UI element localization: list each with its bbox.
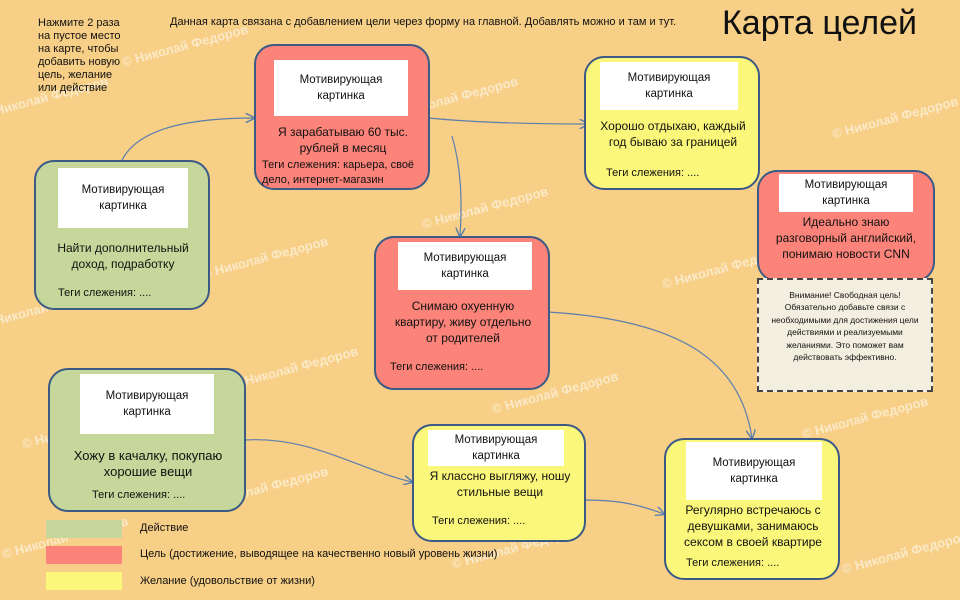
node-income[interactable]: Мотивирующая картинка Найти дополнительн…	[34, 160, 210, 310]
node-description: Хорошо отдыхаю, каждый год бываю за гран…	[600, 119, 746, 149]
node-description: Снимаю охуенную квартиру, живу отдельно …	[394, 299, 532, 345]
legend-swatch-action	[46, 520, 122, 538]
node-description: Найти дополнительный доход, подработку	[57, 241, 189, 271]
node-description: Регулярно встречаюсь с девушками, занима…	[684, 503, 822, 549]
edge-earn-flat	[451, 135, 461, 236]
edge-income-earn	[121, 118, 254, 161]
node-gym[interactable]: Мотивирующая картинка Хожу в качалку, по…	[48, 368, 246, 512]
motivational-picture[interactable]: Мотивирующая картинка	[600, 62, 738, 110]
node-tags: Теги слежения: ....	[432, 515, 526, 527]
node-description: Идеально знаю разговорный английский, по…	[775, 215, 917, 261]
hint-text: Нажмите 2 раза на пустое место на карте,…	[38, 17, 121, 94]
legend-label-wish: Желание (удовольствие от жизни)	[140, 575, 315, 587]
node-earn[interactable]: Мотивирующая картинка Я зарабатываю 60 т…	[254, 44, 430, 190]
node-tags: Теги слежения: ....	[686, 557, 780, 569]
edge-look-dating	[583, 499, 664, 514]
node-description: Я зарабатываю 60 тыс. рублей в месяц	[277, 125, 409, 155]
legend-label-goal: Цель (достижение, выводящее на качествен…	[140, 548, 498, 560]
node-rest[interactable]: Мотивирующая картинка Хорошо отдыхаю, ка…	[584, 56, 760, 190]
node-tags: Теги слежения: ....	[606, 167, 700, 179]
node-english[interactable]: Мотивирующая картинка Идеально знаю разг…	[757, 170, 935, 282]
motivational-picture[interactable]: Мотивирующая картинка	[274, 60, 408, 116]
edge-gym-look	[245, 439, 412, 482]
node-tags: Теги слежения: ....	[390, 361, 484, 373]
motivational-picture[interactable]: Мотивирующая картинка	[58, 168, 188, 228]
subtitle-text: Данная карта связана с добавлением цели …	[170, 16, 677, 28]
node-description: Я классно выгляжу, ношу стильные вещи	[429, 469, 571, 499]
node-tags: Теги слежения: ....	[92, 489, 186, 501]
legend-label-action: Действие	[140, 522, 189, 534]
node-look[interactable]: Мотивирующая картинка Я классно выгляжу,…	[412, 424, 586, 542]
motivational-picture[interactable]: Мотивирующая картинка	[779, 174, 913, 212]
page-title: Карта целей	[722, 4, 918, 42]
motivational-picture[interactable]: Мотивирующая картинка	[686, 442, 822, 500]
node-dating[interactable]: Мотивирующая картинка Регулярно встречаю…	[664, 438, 840, 580]
node-description: Хожу в качалку, покупаю хорошие вещи	[73, 448, 223, 479]
legend-swatch-wish	[46, 572, 122, 590]
motivational-picture[interactable]: Мотивирующая картинка	[80, 374, 214, 434]
node-flat[interactable]: Мотивирующая картинка Снимаю охуенную кв…	[374, 236, 550, 390]
free-goal-notice: Внимание! Свободная цель! Обязательно до…	[757, 278, 933, 392]
legend-swatch-goal	[46, 546, 122, 564]
motivational-picture[interactable]: Мотивирующая картинка	[428, 430, 564, 466]
node-tags: Теги слежения: карьера, своё дело, интер…	[262, 159, 415, 186]
node-tags: Теги слежения: ....	[58, 287, 152, 299]
edge-flat-dating	[547, 311, 752, 438]
edge-earn-rest	[427, 117, 588, 124]
motivational-picture[interactable]: Мотивирующая картинка	[398, 242, 532, 290]
